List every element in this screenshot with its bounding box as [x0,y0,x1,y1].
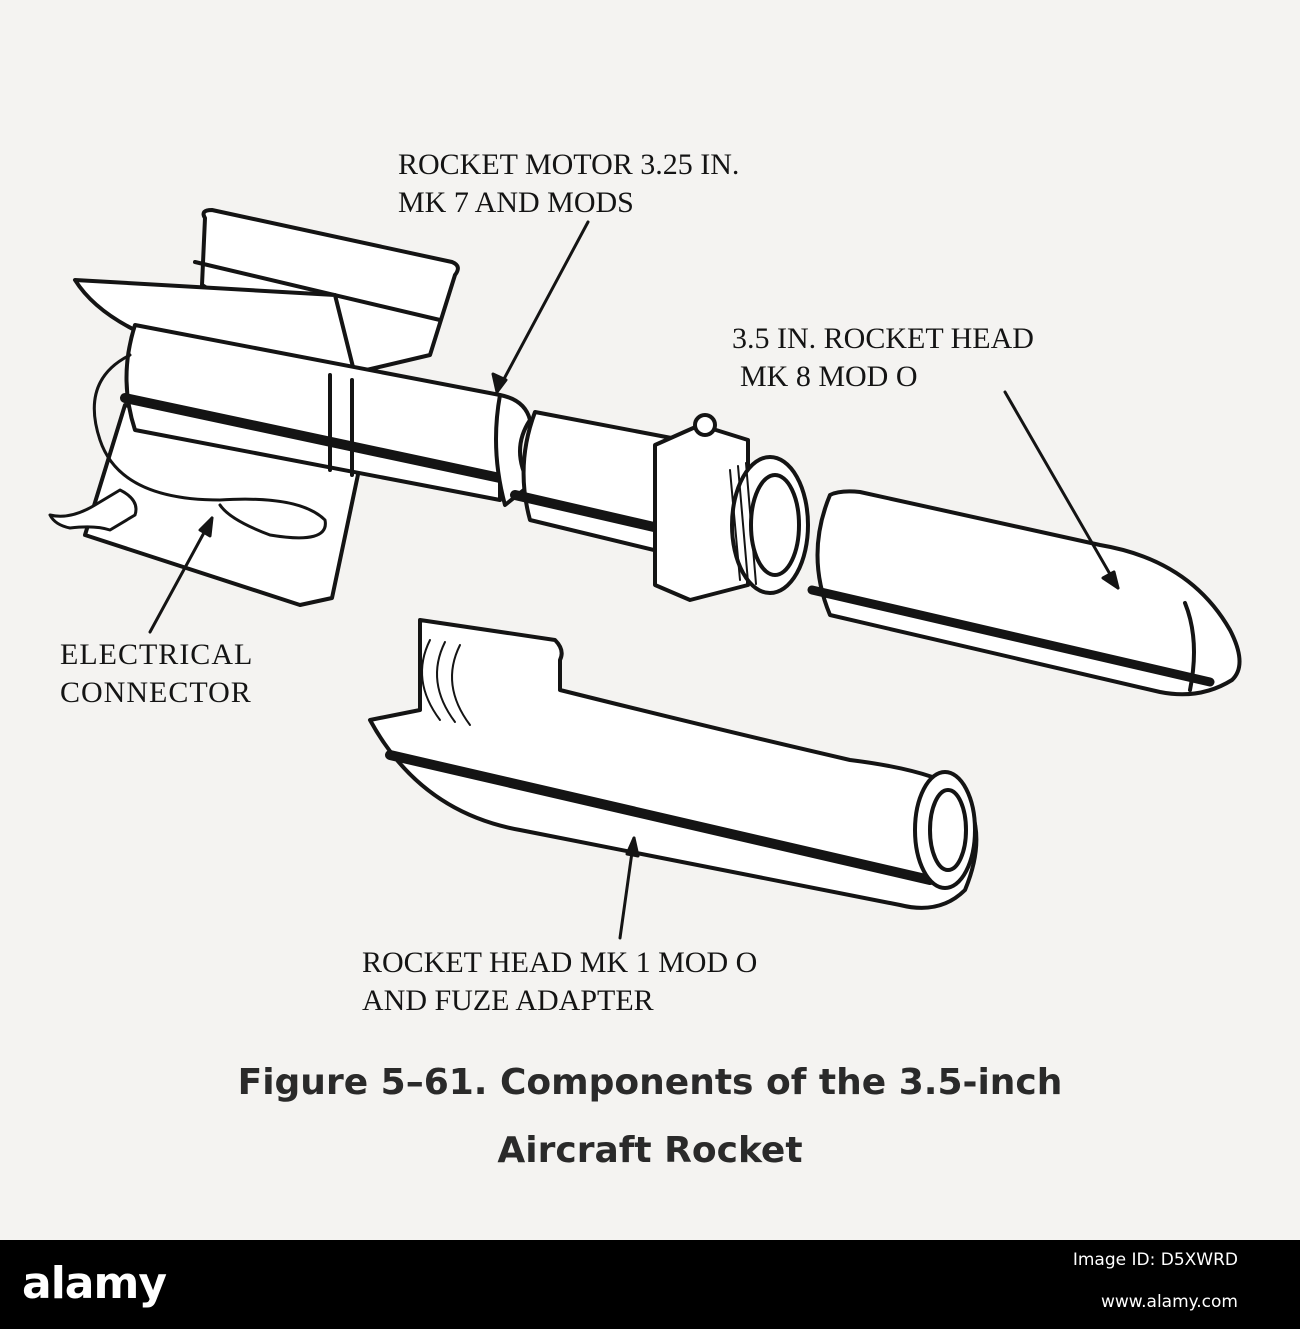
label-rocket-head-mk1-line1: ROCKET HEAD MK 1 MOD O [362,946,758,979]
label-rocket-motor: ROCKET MOTOR 3.25 IN. MK 7 AND MODS [398,146,739,222]
site-url-text: www.alamy.com [1100,1292,1238,1312]
label-rocket-head-mk8-line1: 3.5 IN. ROCKET HEAD [732,322,1034,355]
rocket-illustration [48,208,1242,940]
rocket-head-mk8-drawing [807,489,1242,697]
connector-plug [48,488,138,532]
rocket-head-mk8-stripe [807,585,1215,687]
alamy-logo: alamy [22,1258,167,1309]
motor-clamp-band [328,373,354,477]
rocket-motor-drawing [48,208,810,607]
label-rocket-head-mk8-line2: MK 8 MOD O [740,360,918,393]
connector-wire [92,353,327,540]
leader-rocket-head-mk8 [1003,390,1120,590]
rocket-head-mk1-drawing [368,618,979,910]
mk1-rear-thread [421,639,471,726]
rocket-head-mk1-stripe [385,750,935,885]
leader-rocket-head-mk1-head [625,836,640,858]
clamp-screw [693,413,717,437]
leader-rocket-head-mk8-head [1101,570,1120,590]
figure-caption-line1: Figure 5–61. Components of the 3.5-inch [237,1062,1063,1103]
rocket-head-mk8-tip [1183,601,1196,692]
leader-electrical-connector [148,516,214,634]
label-rocket-head-mk1: ROCKET HEAD MK 1 MOD O AND FUZE ADAPTER [362,944,757,1020]
image-id-text: Image ID: D5XWRD [1072,1250,1238,1270]
upper-fin-fold [193,260,442,322]
fuze-adapter-inner [928,788,968,872]
thread-lines [729,462,757,585]
label-electrical-connector-line1: ELECTRICAL [60,638,254,671]
figure-area: ROCKET MOTOR 3.25 IN. MK 7 AND MODS 3.5 … [0,0,1300,1240]
rocket-head-mk8-body [815,489,1242,697]
leader-rocket-motor-head [491,372,508,394]
label-electrical-connector: ELECTRICAL CONNECTOR [60,636,253,712]
figure-caption-line2: Aircraft Rocket [497,1130,803,1171]
label-rocket-motor-line2: MK 7 AND MODS [398,186,634,219]
leader-rocket-motor [495,220,590,394]
label-rocket-head-mk8: 3.5 IN. ROCKET HEAD MK 8 MOD O [732,320,1034,396]
label-rocket-head-mk1-line2: AND FUZE ADAPTER [362,984,654,1017]
stock-watermark-bar: alamy Image ID: D5XWRD www.alamy.com [0,1240,1300,1329]
motor-threaded-end [730,455,810,595]
leader-electrical-connector-head [198,516,214,538]
motor-tube-rear-stripe [120,393,505,483]
leader-lines [148,220,1120,940]
label-electrical-connector-line2: CONNECTOR [60,676,252,709]
label-rocket-motor-line1: ROCKET MOTOR 3.25 IN. [398,148,740,181]
